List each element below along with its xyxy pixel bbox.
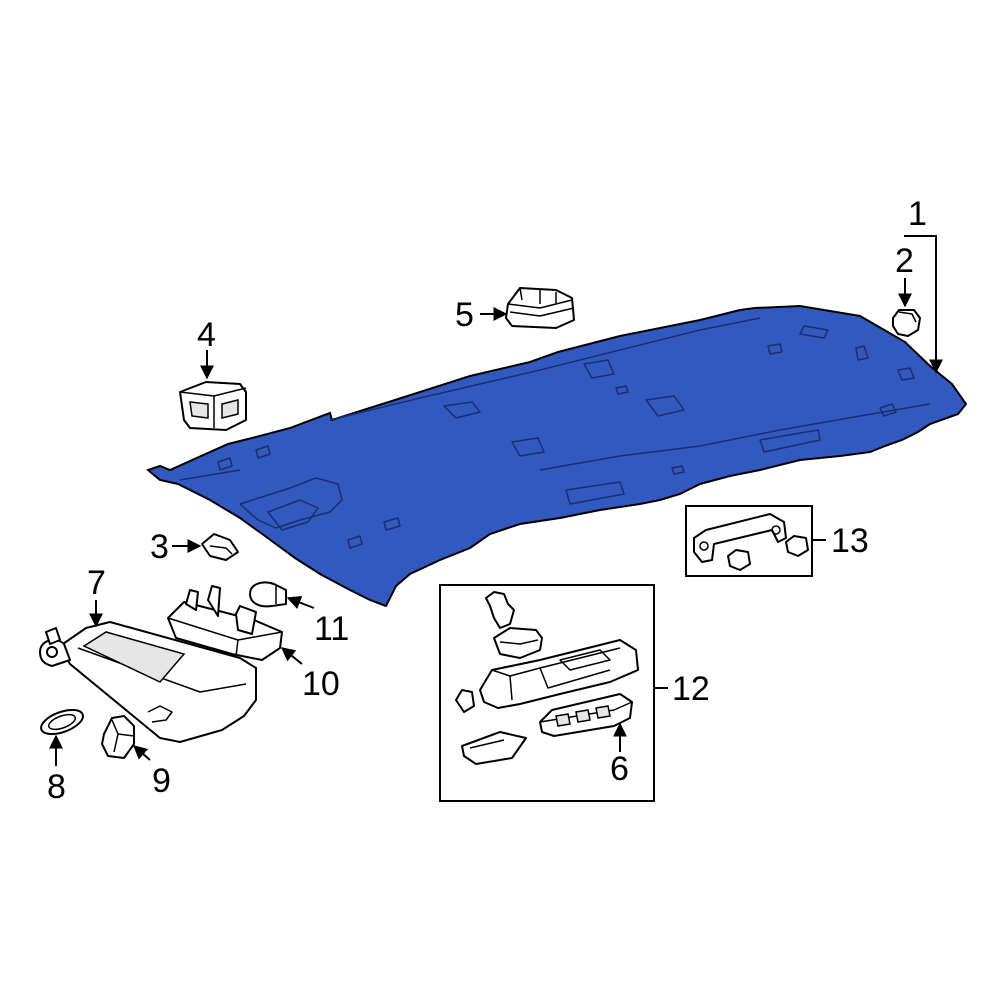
part-12-console-assembly[interactable] bbox=[439, 584, 655, 802]
leader-lines bbox=[49, 235, 943, 766]
part-8-cap[interactable] bbox=[38, 705, 86, 739]
callout-8: 8 bbox=[47, 768, 66, 806]
headliner-panel[interactable] bbox=[145, 304, 968, 608]
callout-13: 13 bbox=[831, 522, 869, 560]
part-9-holder[interactable] bbox=[101, 715, 135, 759]
callout-9: 9 bbox=[152, 762, 171, 800]
headliner-shape bbox=[145, 304, 968, 608]
callout-5: 5 bbox=[455, 296, 474, 334]
callout-6: 6 bbox=[610, 750, 629, 788]
callout-3: 3 bbox=[150, 528, 169, 566]
part-6-switch-panel[interactable] bbox=[539, 693, 633, 737]
callout-10: 10 bbox=[302, 665, 340, 703]
callout-2: 2 bbox=[895, 242, 914, 280]
callout-labels: 1 2 3 4 5 6 7 8 9 10 11 12 13 bbox=[47, 195, 927, 806]
callout-1: 1 bbox=[908, 195, 927, 233]
part-4-bracket[interactable] bbox=[179, 381, 247, 431]
part-2-clip[interactable] bbox=[892, 309, 921, 337]
part-10-lamp-housing[interactable] bbox=[167, 585, 283, 661]
callout-7: 7 bbox=[87, 564, 106, 602]
callout-4: 4 bbox=[197, 316, 216, 354]
part-13-grab-handle-box[interactable] bbox=[685, 505, 813, 577]
part-7-sun-visor[interactable] bbox=[39, 621, 257, 743]
headliner-details bbox=[179, 317, 931, 549]
part-5-bracket[interactable] bbox=[505, 287, 575, 329]
part-3-clip[interactable] bbox=[201, 533, 239, 561]
callout-11: 11 bbox=[314, 610, 349, 648]
part-11-bulb[interactable] bbox=[249, 581, 287, 608]
callout-12: 12 bbox=[672, 670, 710, 708]
